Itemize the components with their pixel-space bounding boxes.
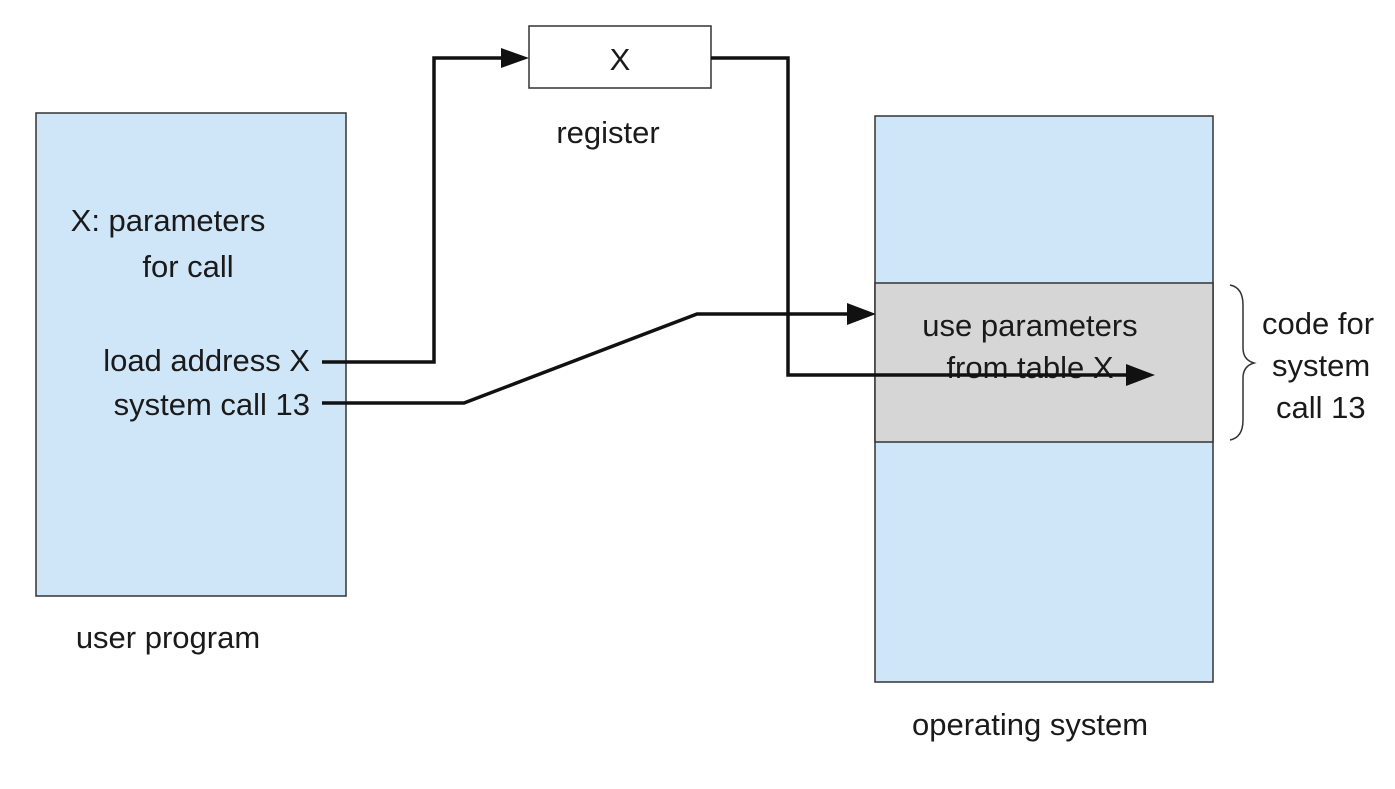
arrowhead-to-code-block — [847, 303, 876, 325]
register-block: X register — [528, 25, 712, 150]
code-block-line2: from table X — [946, 350, 1113, 385]
user-program-block: X: parameters for call load address X sy… — [35, 112, 347, 655]
user-program-param-line1: X: parameters — [71, 203, 266, 238]
code-block-line1: use parameters — [922, 308, 1137, 343]
user-program-param-line2: for call — [142, 249, 233, 284]
arrowhead-to-register — [501, 48, 529, 68]
register-value: X — [610, 42, 631, 77]
brace-label-line3: call 13 — [1276, 390, 1366, 425]
user-program-system-call: system call 13 — [114, 387, 310, 422]
register-caption: register — [556, 115, 659, 150]
user-program-caption: user program — [76, 620, 260, 655]
operating-system-caption: operating system — [912, 707, 1148, 742]
system-call-wire — [322, 312, 849, 405]
load-address-wire — [322, 56, 504, 364]
system-call-arrow — [322, 303, 876, 405]
operating-system-block: use parameters from table X operating sy… — [874, 115, 1214, 742]
brace-label-line1: code for — [1262, 306, 1374, 341]
register-to-os-arrow — [711, 56, 1155, 386]
load-address-arrow — [322, 48, 529, 364]
curly-brace — [1229, 284, 1257, 441]
code-region-annotation: code for system call 13 — [1229, 284, 1374, 441]
system-call-code-block — [874, 282, 1214, 443]
register-to-os-wire — [711, 56, 1128, 377]
register-box — [528, 25, 712, 89]
user-program-load-address: load address X — [103, 343, 310, 378]
brace-label-line2: system — [1272, 348, 1370, 383]
user-program-box — [35, 112, 347, 597]
arrowhead-into-code-block — [1126, 364, 1155, 386]
